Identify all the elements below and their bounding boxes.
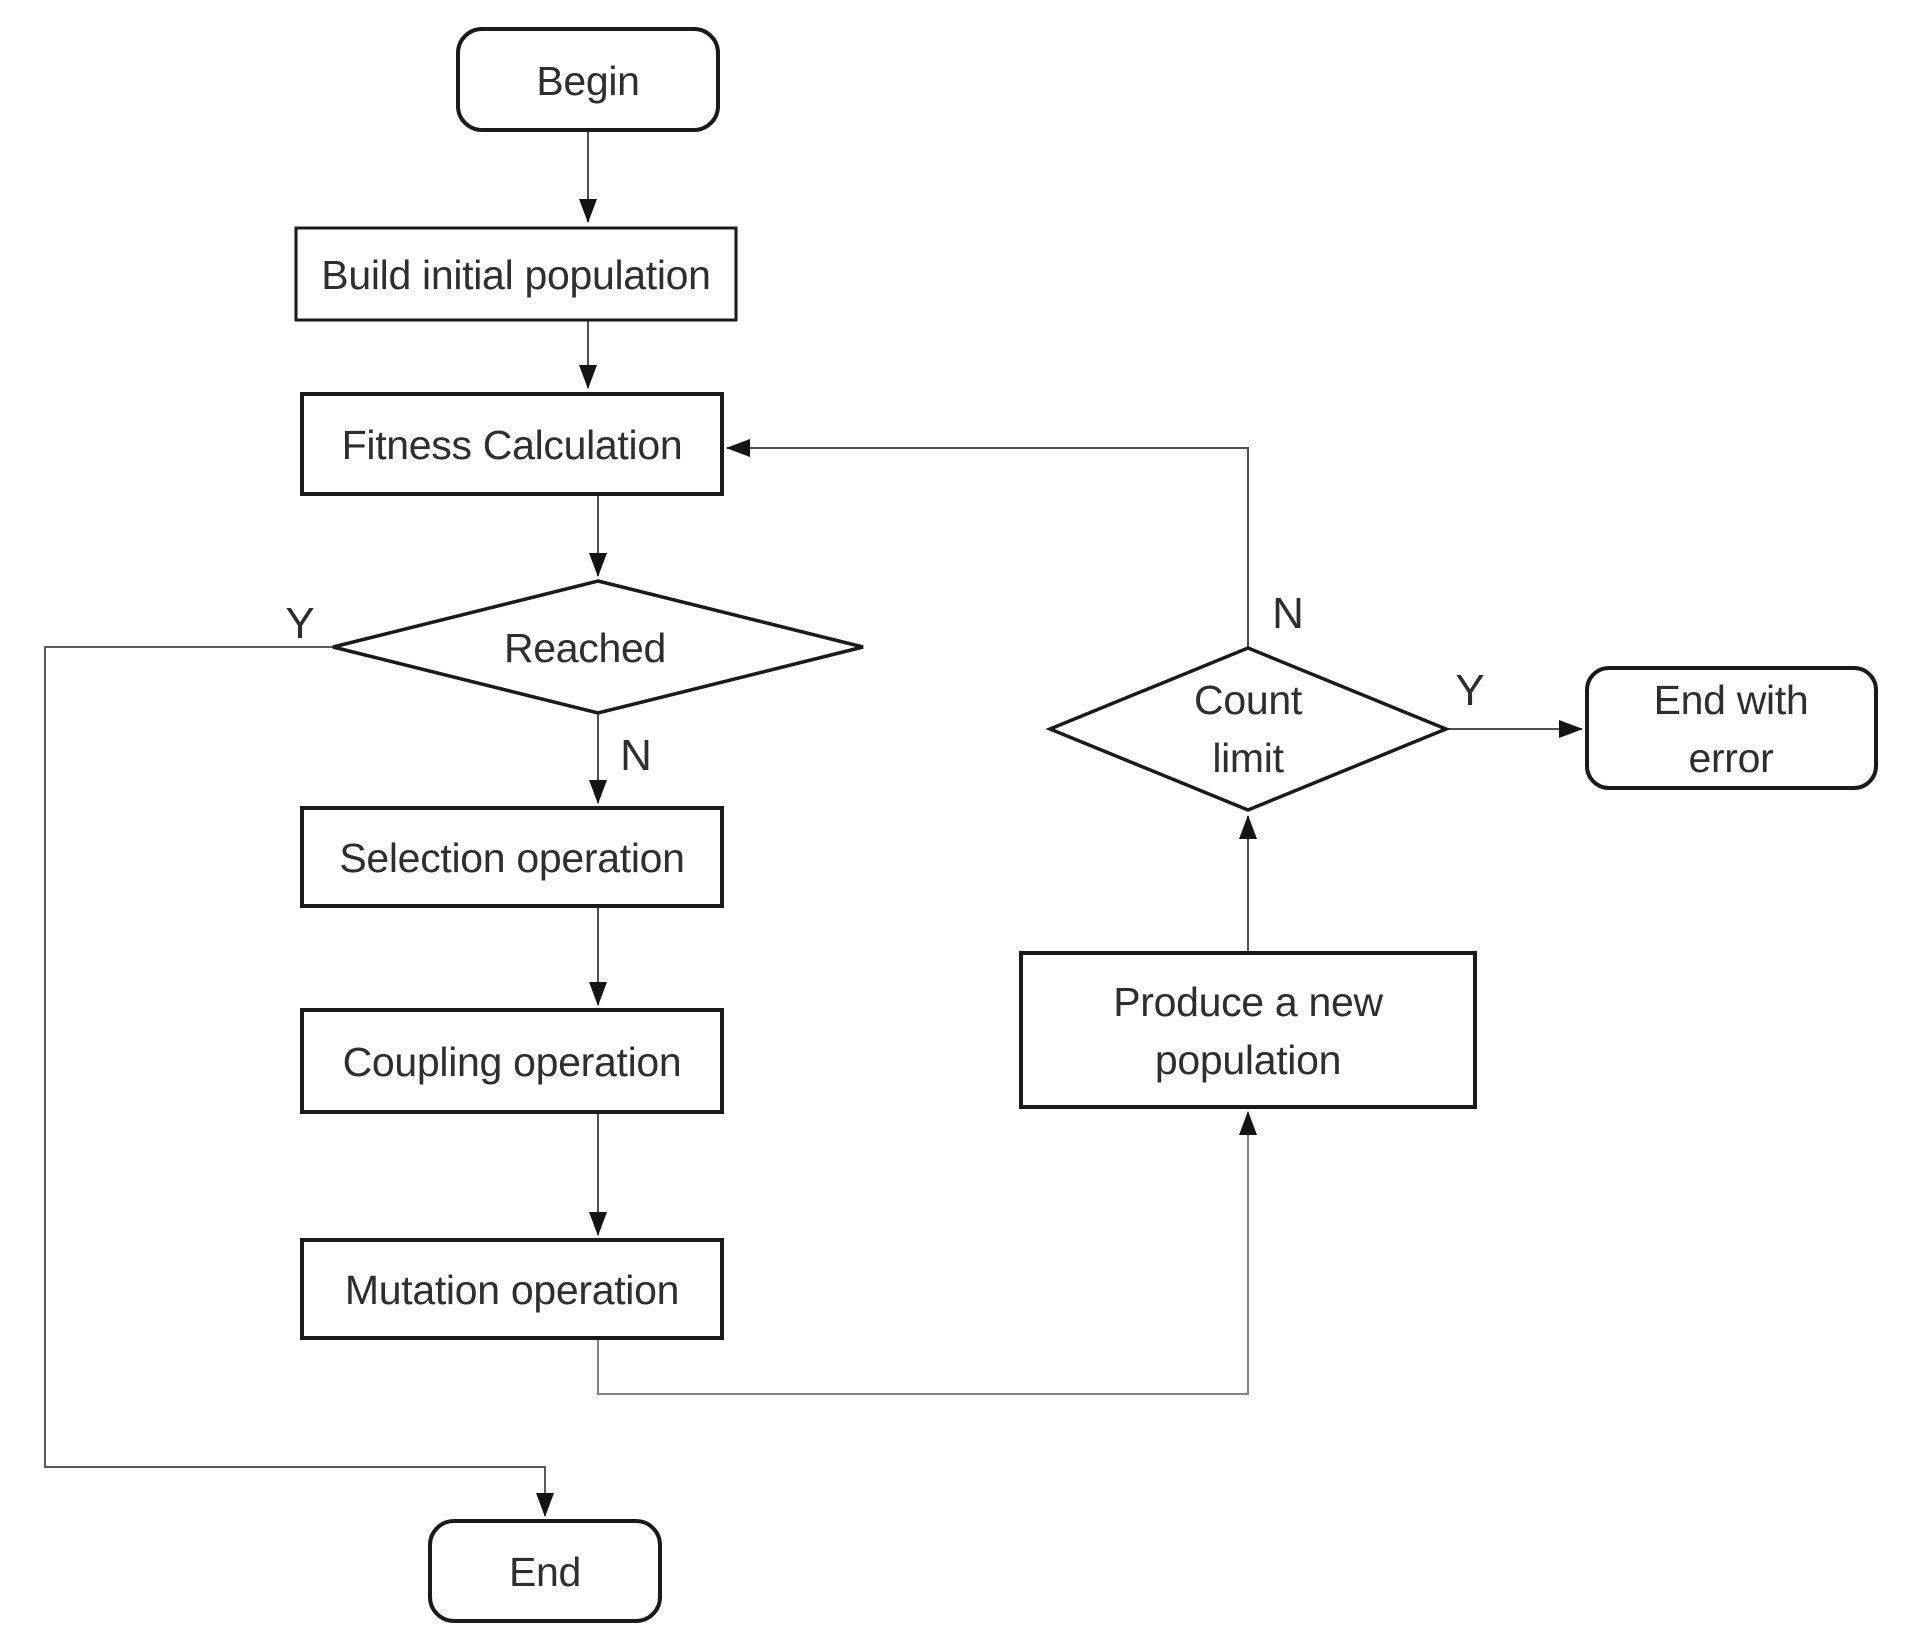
node-end-error-label-line2: error: [1688, 735, 1773, 781]
edge-reached-end: [44, 646, 554, 1517]
node-begin: [456, 27, 720, 132]
edge-mutation-produce: [597, 1111, 1257, 1395]
node-fitness: [300, 392, 724, 496]
node-produce: [1019, 951, 1477, 1109]
node-count-limit-label-line1: Count: [1194, 677, 1303, 723]
node-end-label: End: [509, 1549, 581, 1595]
edge-count-fitness: [726, 439, 1249, 648]
branch-label-reached-yes: Y: [285, 599, 314, 648]
node-build: [294, 226, 738, 322]
node-mutation-label: Mutation operation: [345, 1267, 679, 1313]
node-end-error-label-line1: End with: [1654, 677, 1809, 723]
branch-label-count-yes: Y: [1455, 666, 1484, 715]
node-end: [428, 1519, 662, 1623]
node-count-limit-label-line2: limit: [1212, 735, 1284, 781]
node-reached-label: Reached: [504, 625, 666, 671]
node-produce-label-line1: Produce a new: [1113, 979, 1383, 1025]
node-end-error: [1585, 666, 1878, 790]
branch-label-reached-no: N: [620, 731, 652, 780]
node-coupling: [300, 1008, 724, 1114]
node-begin-label: Begin: [536, 58, 639, 104]
node-count-limit: [1045, 646, 1451, 812]
node-selection-label: Selection operation: [339, 835, 684, 881]
node-fitness-label: Fitness Calculation: [342, 422, 683, 468]
node-reached: [332, 579, 864, 715]
node-build-label: Build initial population: [321, 252, 710, 298]
node-produce-label-line2: population: [1155, 1037, 1341, 1083]
node-coupling-label: Coupling operation: [343, 1039, 682, 1085]
node-selection: [300, 806, 724, 908]
branch-label-count-no: N: [1272, 589, 1304, 638]
node-mutation: [300, 1238, 724, 1340]
